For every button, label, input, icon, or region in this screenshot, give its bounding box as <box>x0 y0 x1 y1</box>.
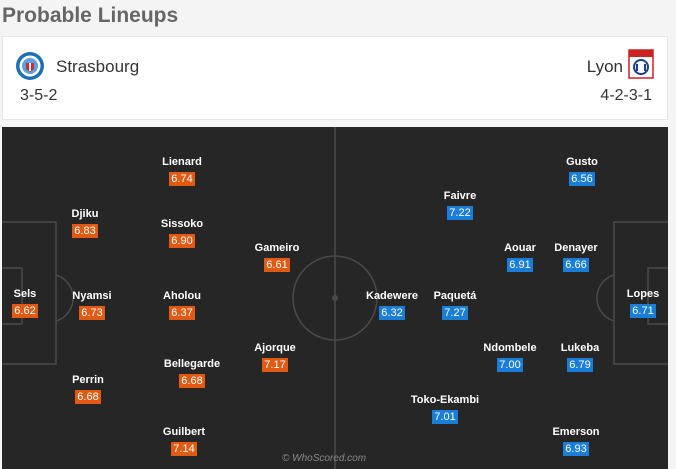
player-home[interactable]: Nyamsi 6.73 <box>47 289 137 321</box>
player-away[interactable]: Emerson 6.93 <box>531 425 621 457</box>
player-home[interactable]: Perrin 6.68 <box>43 373 133 405</box>
player-away[interactable]: Aouar 6.91 <box>475 241 565 273</box>
copyright-text: © WhoScored.com <box>282 453 367 464</box>
strasbourg-crest-icon <box>16 52 44 80</box>
player-name: Perrin <box>72 374 104 386</box>
player-rating-badge: 7.00 <box>497 358 523 372</box>
player-away[interactable]: Toko-Ekambi 7.01 <box>400 393 490 425</box>
player-name: Faivre <box>443 190 477 202</box>
teams-header: Strasbourg 3-5-2 Lyon 4-2-3-1 <box>2 36 668 120</box>
player-rating-badge: 7.14 <box>171 442 197 456</box>
player-name: Sels <box>13 288 37 300</box>
player-rating-badge: 6.68 <box>75 390 101 404</box>
player-name: Paquetá <box>433 290 477 302</box>
player-rating-badge: 6.61 <box>264 258 290 272</box>
player-rating-badge: 6.90 <box>169 234 195 248</box>
player-name: Ndombele <box>483 342 537 354</box>
player-rating-badge: 6.91 <box>507 258 533 272</box>
player-name: Nyamsi <box>72 290 112 302</box>
home-team-name[interactable]: Strasbourg <box>56 57 140 76</box>
player-rating-badge: 7.27 <box>442 306 468 320</box>
player-home[interactable]: Djiku 6.83 <box>40 207 130 239</box>
player-home[interactable]: Gameiro 6.61 <box>232 241 322 273</box>
player-name: Sissoko <box>160 218 204 230</box>
player-rating-badge: 6.56 <box>569 172 595 186</box>
player-rating-badge: 6.93 <box>563 442 589 456</box>
player-rating-badge: 6.71 <box>630 304 656 318</box>
player-name: Denayer <box>554 242 598 254</box>
away-team-name[interactable]: Lyon <box>586 57 623 76</box>
player-rating-badge: 6.83 <box>72 224 98 238</box>
player-name: Gusto <box>566 156 598 168</box>
player-home[interactable]: Bellegarde 6.68 <box>147 357 237 389</box>
player-rating-badge: 7.22 <box>447 206 473 220</box>
player-away[interactable]: Kadewere 6.32 <box>347 289 437 321</box>
page-title: Probable Lineups <box>2 4 179 27</box>
player-name: Guilbert <box>162 426 206 438</box>
player-away[interactable]: Faivre 7.22 <box>415 189 505 221</box>
player-name: Ajorque <box>254 342 296 354</box>
player-home[interactable]: Aholou 6.37 <box>137 289 227 321</box>
player-rating-badge: 7.01 <box>432 410 458 424</box>
player-home[interactable]: Guilbert 7.14 <box>139 425 229 457</box>
player-name: Lukeba <box>560 342 600 354</box>
player-name: Aouar <box>504 242 536 254</box>
player-rating-badge: 6.62 <box>12 304 38 318</box>
player-home[interactable]: Sels 6.62 <box>2 287 70 319</box>
player-name: Aholou <box>163 290 201 302</box>
player-rating-badge: 6.37 <box>169 306 195 320</box>
player-home[interactable]: Ajorque 7.17 <box>230 341 320 373</box>
away-formation: 4-2-3-1 <box>600 87 652 104</box>
player-name: Gameiro <box>254 242 300 254</box>
player-away[interactable]: Lopes 6.71 <box>598 287 668 319</box>
player-name: Kadewere <box>366 290 418 302</box>
player-away[interactable]: Denayer 6.66 <box>531 241 621 273</box>
player-home[interactable]: Lienard 6.74 <box>137 155 227 187</box>
player-name: Lopes <box>626 288 660 300</box>
player-rating-badge: 6.66 <box>563 258 589 272</box>
player-rating-badge: 7.17 <box>262 358 288 372</box>
player-away[interactable]: Ndombele 7.00 <box>465 341 555 373</box>
player-rating-badge: 6.74 <box>169 172 195 186</box>
player-name: Bellegarde <box>163 358 221 370</box>
player-name: Djiku <box>71 208 99 220</box>
player-rating-badge: 6.73 <box>79 306 105 320</box>
player-name: Lienard <box>162 156 202 168</box>
player-rating-badge: 6.32 <box>379 306 405 320</box>
player-name: Emerson <box>552 426 600 438</box>
player-away[interactable]: Lukeba 6.79 <box>535 341 625 373</box>
player-home[interactable]: Sissoko 6.90 <box>137 217 227 249</box>
player-name: Toko-Ekambi <box>410 394 480 406</box>
player-away[interactable]: Paquetá 7.27 <box>410 289 500 321</box>
player-rating-badge: 6.68 <box>179 374 205 388</box>
player-rating-badge: 6.79 <box>567 358 593 372</box>
home-formation: 3-5-2 <box>20 87 58 104</box>
pitch-markings <box>2 127 668 469</box>
player-away[interactable]: Gusto 6.56 <box>537 155 627 187</box>
lyon-crest-icon <box>628 49 654 79</box>
